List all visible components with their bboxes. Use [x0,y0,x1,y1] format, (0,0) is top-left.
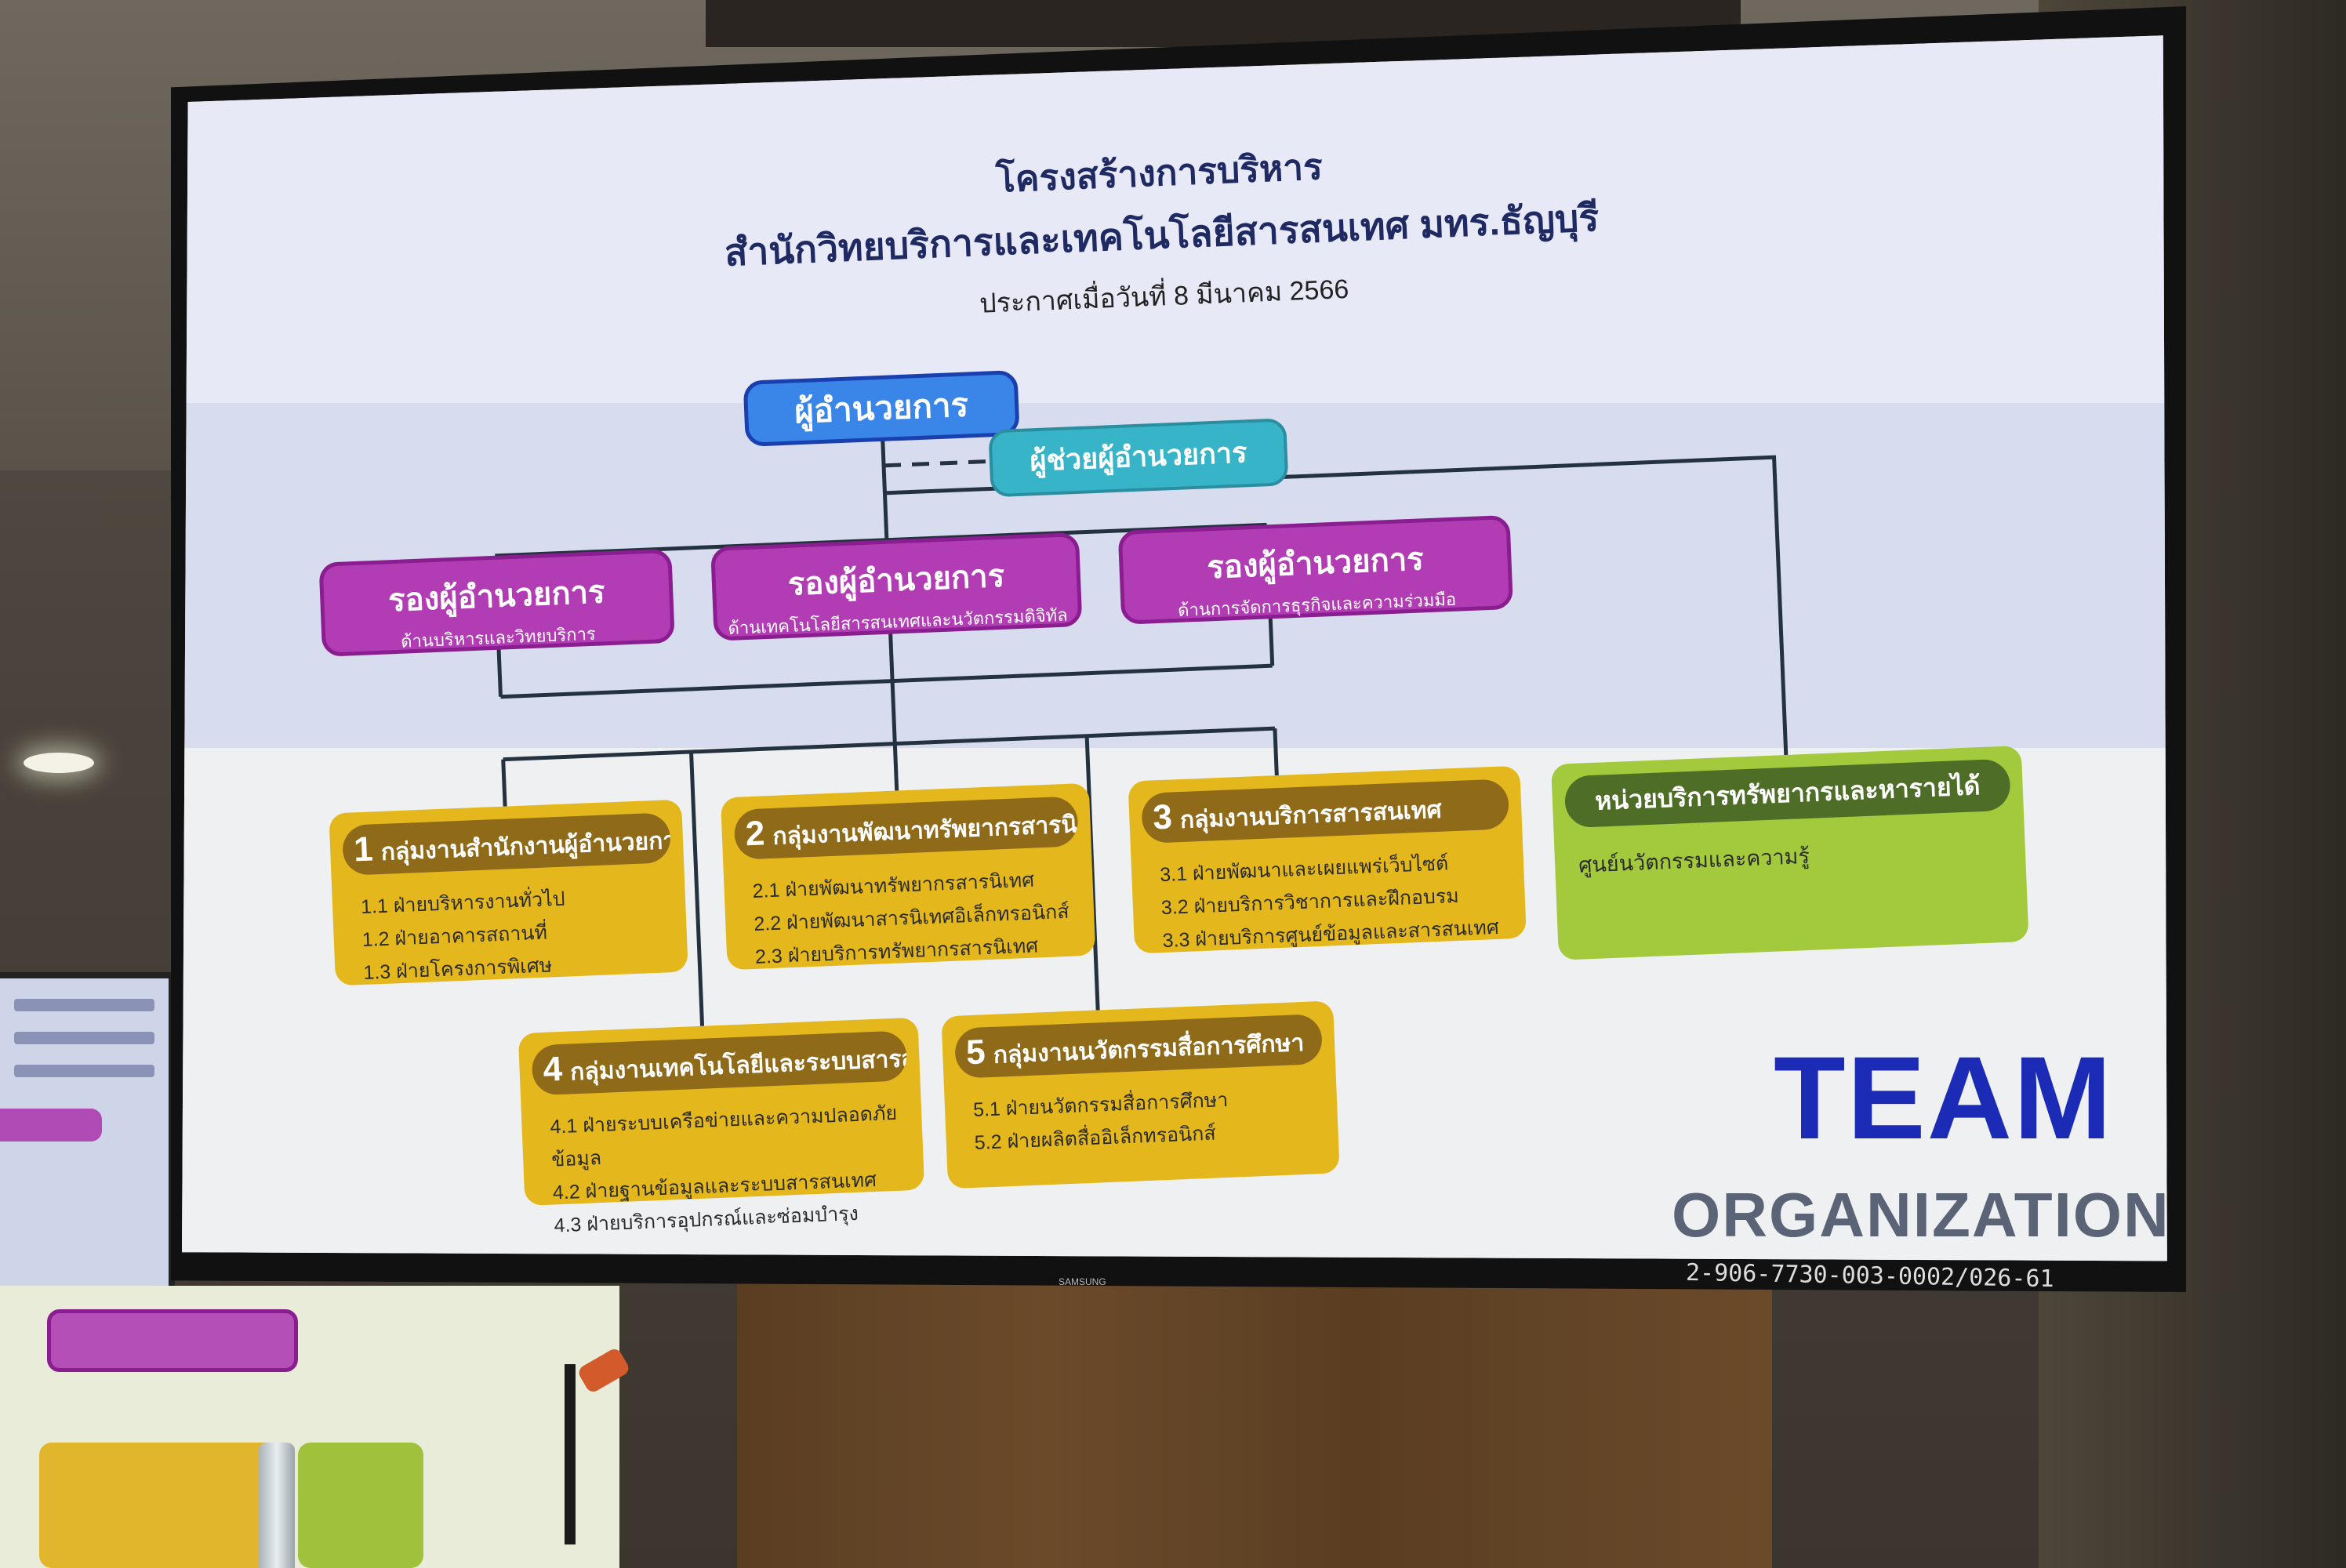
microphone-stand [565,1364,576,1544]
background-display [0,972,175,1316]
organization-label: ORGANIZATION [1672,1180,2170,1250]
director-box: ผู้อำนวยการ [743,369,1020,447]
revenue-unit-box: หน่วยบริการทรัพยากรและหารายได้ ศูนย์นวัต… [1551,745,2029,960]
background-display-lower [0,1286,619,1568]
list-item: ศูนย์นวัตกรรมและความรู้ [1578,844,1810,877]
tv-screen: โครงสร้างการบริหาร สำนักวิทยบริการและเทค… [182,35,2170,1261]
tv-brand-logo: SAMSUNG [1059,1276,1106,1287]
team-label: TEAM [1774,1032,2113,1163]
deputy-box-1: รองผู้อำนวยการ ด้านบริหารและวิทยบริการ [318,548,675,657]
ceiling-light [24,753,94,773]
deputy-box-3: รองผู้อำนวยการ ด้านการจัดการธุรกิจและควา… [1117,514,1514,625]
assistant-director-box: ผู้ช่วยผู้อำนวยการ [988,418,1289,498]
water-bottle [259,1443,295,1568]
wooden-wall-panel [737,1239,1772,1568]
org-chart: โครงสร้างการบริหาร สำนักวิทยบริการและเทค… [182,35,2167,1261]
deputy-box-2: รองผู้อำนวยการ ด้านเทคโนโลยีสารสนเทศและน… [710,532,1083,641]
